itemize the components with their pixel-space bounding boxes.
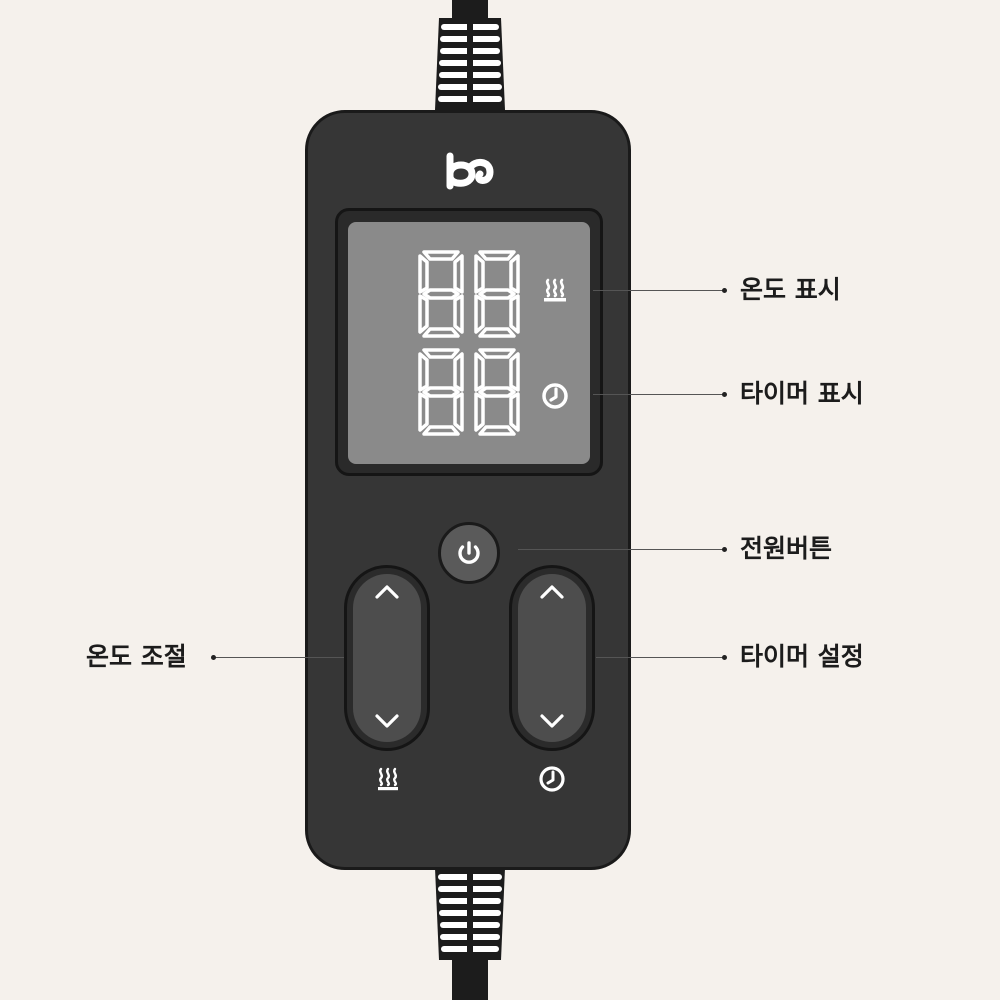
lcd-display (348, 222, 590, 464)
label-power-button: 전원버튼 (740, 534, 833, 563)
heat-waves-icon (543, 278, 567, 306)
chevron-down-icon (375, 714, 399, 728)
strain-relief-top (433, 18, 507, 110)
chevron-up-icon (375, 585, 399, 599)
chevron-down-icon (540, 714, 564, 728)
strain-relief-bottom (433, 868, 507, 960)
temperature-digits (416, 250, 524, 342)
timer-rocker (509, 565, 595, 751)
callout-dot (722, 547, 727, 552)
temperature-down-button[interactable] (374, 712, 400, 734)
callout-line-temperature-display (593, 290, 723, 291)
temperature-rocker (344, 565, 430, 751)
temperature-up-button[interactable] (374, 583, 400, 605)
callout-dot (722, 288, 727, 293)
heat-waves-icon (377, 767, 399, 795)
callout-line-temperature-control (214, 657, 344, 658)
power-button[interactable] (438, 522, 500, 584)
clock-icon (541, 382, 569, 414)
clock-icon (538, 765, 566, 797)
timer-digits (416, 348, 524, 440)
callout-dot (211, 655, 216, 660)
power-icon (458, 541, 480, 564)
callout-line-timer-display (593, 394, 723, 395)
label-temperature-display: 온도 표시 (740, 275, 841, 304)
power-cord-bottom (452, 960, 488, 1000)
label-timer-setting: 타이머 설정 (740, 642, 864, 671)
label-timer-display: 타이머 표시 (740, 379, 864, 408)
timer-up-button[interactable] (539, 583, 565, 605)
callout-line-timer-setting (596, 657, 723, 658)
brand-logo (442, 152, 498, 194)
timer-down-button[interactable] (539, 712, 565, 734)
callout-dot (722, 655, 727, 660)
callout-dot (722, 392, 727, 397)
label-temperature-control: 온도 조절 (86, 642, 187, 671)
chevron-up-icon (540, 585, 564, 599)
callout-line-power-button (518, 549, 723, 550)
